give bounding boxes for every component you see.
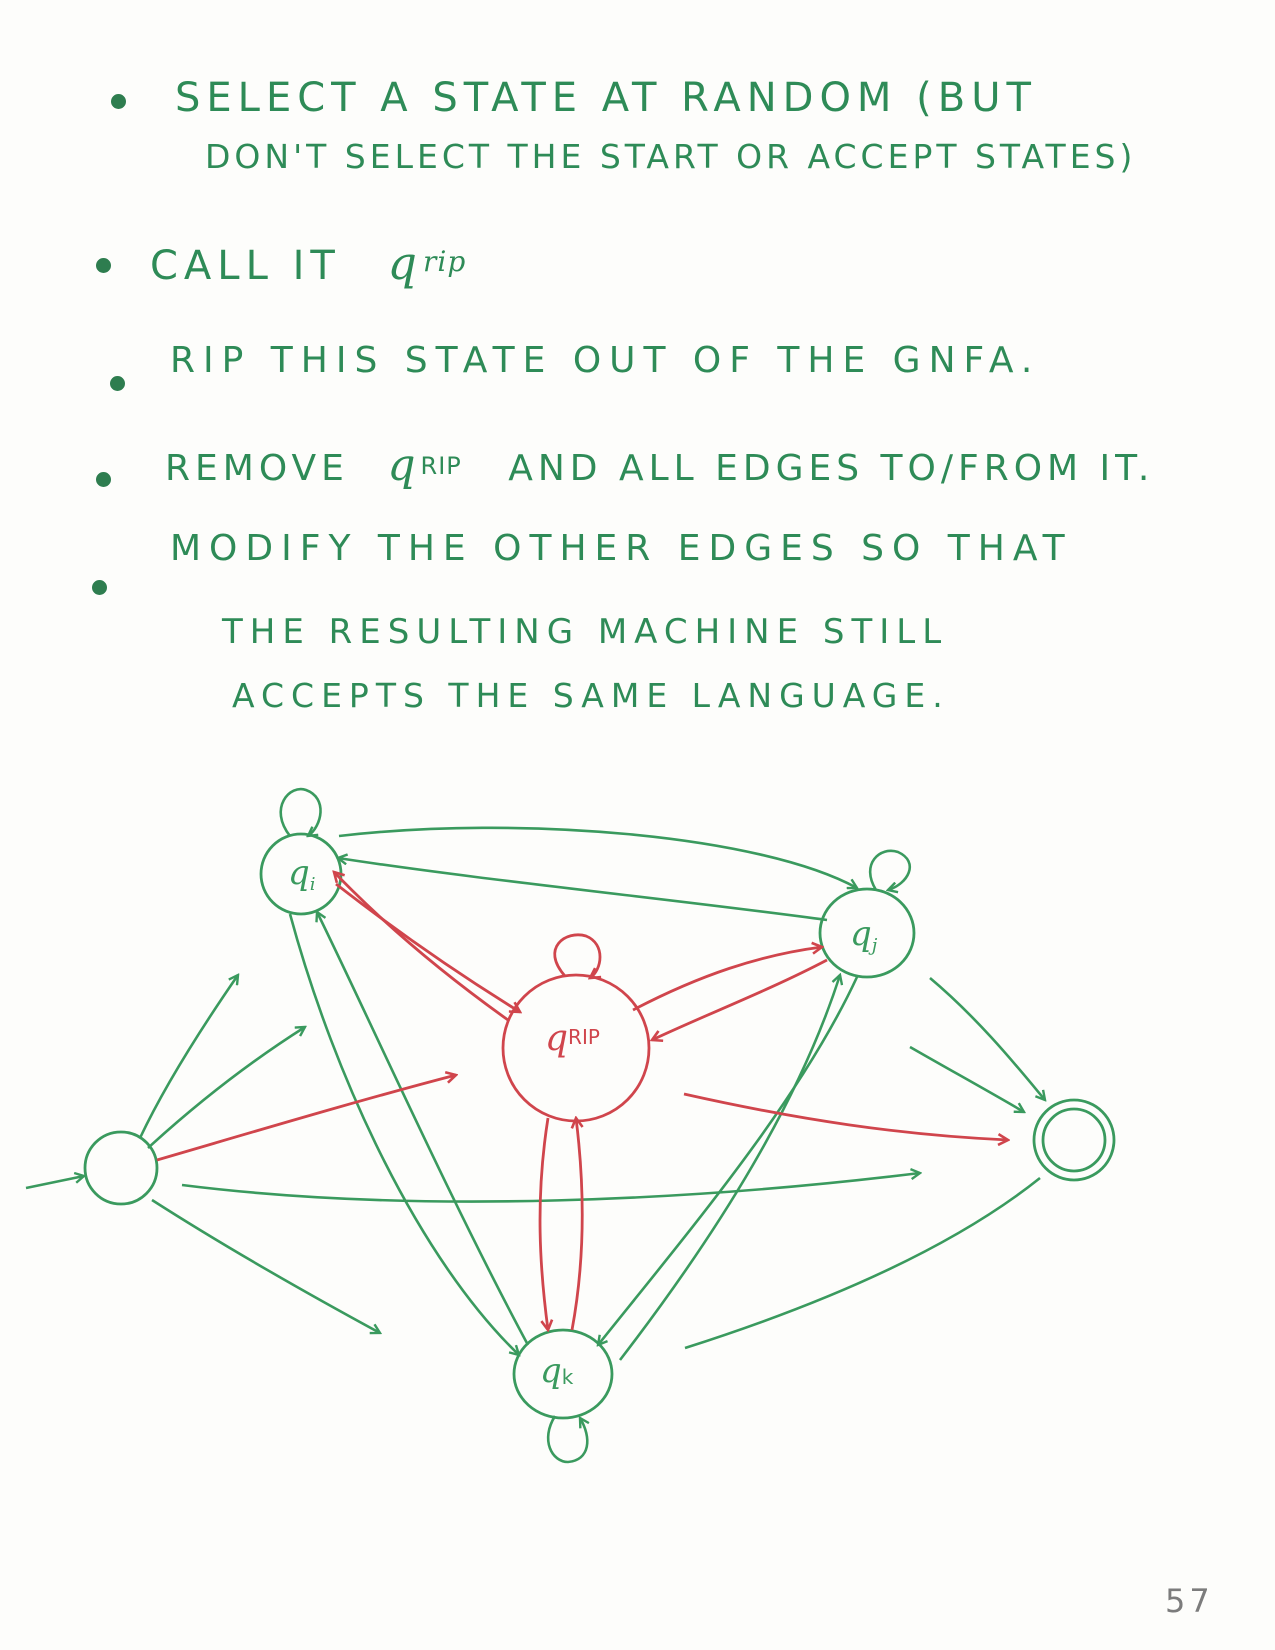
qrip-sub-2: RIP <box>420 452 462 480</box>
note-rip-state: Rip this state out of the GNFA. <box>170 340 1041 381</box>
edge-start-stub-1 <box>138 975 238 1139</box>
self-loop-qj <box>868 849 911 890</box>
edge-start-to-accept-stub <box>181 1173 920 1203</box>
edge-qk-to-accept <box>684 1176 1041 1350</box>
note-remove-qrip: Remove qRIP and all edges to/from it. <box>165 440 1154 491</box>
qrip-symbol: qrip <box>388 236 467 290</box>
start-state <box>25 1130 159 1206</box>
state-qk: qk <box>512 1328 614 1464</box>
qrip-var-2: q <box>387 440 421 491</box>
qrip-sub: rip <box>422 245 467 278</box>
edge-qi-to-qj <box>338 826 857 888</box>
remove-suffix-text: and all edges to/from it. <box>508 448 1155 489</box>
note-call-it: Call it qrip <box>150 236 466 290</box>
edge-qrip-to-accept <box>683 1092 1008 1140</box>
bullet-dot-1 <box>111 94 126 109</box>
bullet-dot-5 <box>92 580 107 595</box>
edge-qrip-to-qk <box>538 1117 548 1330</box>
note-select-state-line2: Don't select the start or Accept states) <box>205 137 1137 176</box>
qrip-symbol-2: qRIP <box>387 440 462 491</box>
start-arrow <box>25 1176 84 1190</box>
edge-qj-to-qrip <box>652 958 828 1040</box>
note-modify-line1: Modify the other edges so that <box>170 528 1073 569</box>
edge-qj-to-qi <box>338 858 828 922</box>
edge-qi-to-qrip <box>335 882 520 1012</box>
qj-label: qj <box>850 914 878 956</box>
edge-start-stub-2 <box>147 1027 305 1149</box>
bullet-dot-2 <box>96 258 111 273</box>
qi-label: qi <box>288 853 316 895</box>
remove-text: Remove <box>165 448 349 489</box>
qrip-var: q <box>387 236 423 290</box>
note-select-state-line1: Select a state at random (But <box>175 75 1037 121</box>
edge-start-stub-3 <box>151 1198 380 1333</box>
edge-start-to-qrip-stub <box>156 1075 456 1162</box>
state-qrip: qRIP <box>501 933 651 1123</box>
self-loop-qk <box>546 1415 587 1464</box>
edge-stub-to-accept <box>909 1045 1024 1112</box>
edge-qj-to-accept <box>929 977 1045 1100</box>
edge-qk-to-qj <box>618 975 840 1361</box>
bullet-dot-4 <box>96 472 111 487</box>
qrip-label: qRIP <box>545 1018 600 1059</box>
note-modify-line2: the resulting machine still <box>222 612 949 652</box>
self-loop-qi <box>279 787 322 836</box>
edge-qk-to-qrip <box>570 1118 584 1331</box>
state-qj: qj <box>818 849 916 979</box>
accept-state <box>1032 1098 1116 1182</box>
note-modify-line3: accepts the same language. <box>232 676 950 715</box>
edge-qk-to-qi <box>317 912 530 1346</box>
call-it-text: Call it <box>150 243 341 289</box>
edge-qj-to-qk <box>598 976 859 1345</box>
edge-qrip-to-qj <box>632 947 822 1012</box>
state-qi: qi <box>259 787 343 916</box>
page-number: 57 <box>1165 1582 1214 1620</box>
edge-qi-to-qk <box>288 913 519 1355</box>
edge-qrip-to-qi <box>334 872 509 1022</box>
bullet-dot-3 <box>110 376 125 391</box>
qk-label: qk <box>540 1351 574 1391</box>
self-loop-qrip <box>553 933 602 978</box>
